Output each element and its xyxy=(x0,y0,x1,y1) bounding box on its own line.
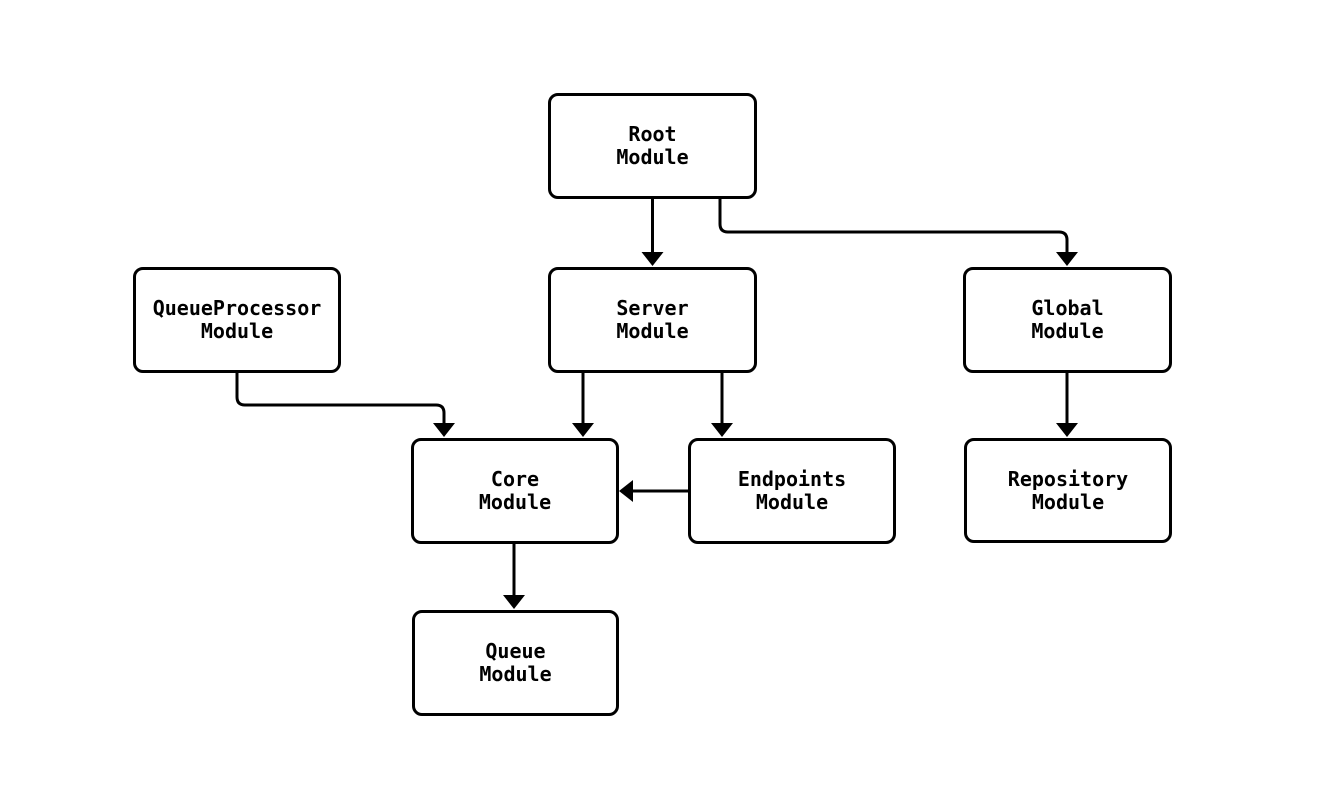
node-root-module: Root Module xyxy=(548,93,757,199)
node-server-module-label: Server Module xyxy=(616,296,689,343)
arrowhead-server-core xyxy=(572,423,594,437)
node-global-module: Global Module xyxy=(963,267,1172,373)
node-queueprocessor-module-label: QueueProcessor Module xyxy=(152,296,322,343)
arrowhead-core-queue xyxy=(503,595,525,609)
arrowhead-root-global xyxy=(1056,252,1078,266)
arrowhead-root-server xyxy=(641,252,664,266)
node-global-module-label: Global Module xyxy=(1031,296,1104,343)
node-queue-module-label: Queue Module xyxy=(479,639,552,686)
node-core-module: Core Module xyxy=(411,438,619,544)
node-endpoints-module-label: Endpoints Module xyxy=(737,467,847,514)
edge-queueprocessor-core xyxy=(235,373,446,424)
arrowhead-endpoints-core xyxy=(619,480,633,502)
node-root-module-label: Root Module xyxy=(616,122,689,169)
node-queue-module: Queue Module xyxy=(412,610,619,716)
node-repository-module: Repository Module xyxy=(964,438,1172,543)
node-endpoints-module: Endpoints Module xyxy=(688,438,896,544)
edge-root-global xyxy=(718,199,1069,253)
arrowhead-global-repository xyxy=(1056,423,1078,437)
node-queueprocessor-module: QueueProcessor Module xyxy=(133,267,341,373)
node-repository-module-label: Repository Module xyxy=(1007,466,1129,514)
node-core-module-label: Core Module xyxy=(478,467,552,514)
arrowhead-server-endpoints xyxy=(711,423,733,437)
node-server-module: Server Module xyxy=(548,267,757,373)
arrowhead-queueprocessor-core xyxy=(433,423,455,437)
